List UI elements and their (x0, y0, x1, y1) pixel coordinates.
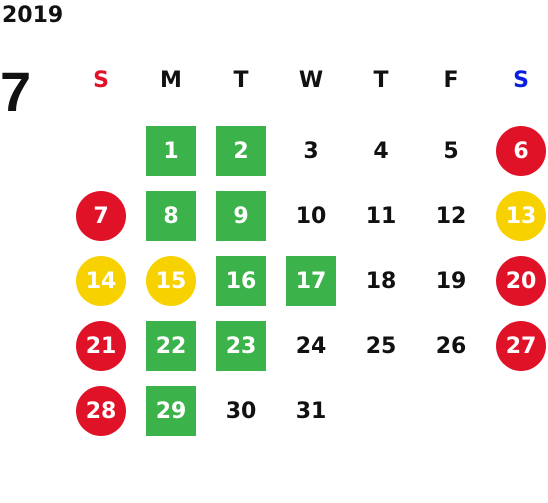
day-cell[interactable]: 15 (146, 256, 196, 306)
weekday-header: S (513, 67, 529, 93)
day-cell[interactable]: 10 (295, 203, 327, 229)
day-cell[interactable]: 28 (76, 386, 126, 436)
weekday-header: M (160, 67, 182, 93)
day-cell[interactable]: 6 (496, 126, 546, 176)
day-cell[interactable]: 22 (146, 321, 196, 371)
day-cell[interactable]: 19 (435, 268, 467, 294)
day-cell[interactable]: 14 (76, 256, 126, 306)
day-cell[interactable]: 2 (216, 126, 266, 176)
day-cell[interactable]: 13 (496, 191, 546, 241)
day-cell[interactable]: 1 (146, 126, 196, 176)
day-cell[interactable]: 17 (286, 256, 336, 306)
day-cell[interactable]: 29 (146, 386, 196, 436)
weekday-header: T (373, 67, 389, 93)
day-cell[interactable]: 31 (295, 398, 327, 424)
day-cell[interactable]: 11 (365, 203, 397, 229)
day-cell[interactable]: 25 (365, 333, 397, 359)
weekday-header: W (298, 67, 324, 93)
day-cell[interactable]: 26 (435, 333, 467, 359)
day-cell[interactable]: 12 (435, 203, 467, 229)
day-cell[interactable]: 7 (76, 191, 126, 241)
day-cell[interactable]: 18 (365, 268, 397, 294)
year-label: 2019 (2, 3, 64, 28)
day-cell[interactable]: 23 (216, 321, 266, 371)
day-cell[interactable]: 24 (295, 333, 327, 359)
weekday-header: S (93, 67, 109, 93)
day-cell[interactable]: 30 (225, 398, 257, 424)
day-cell[interactable]: 8 (146, 191, 196, 241)
day-cell[interactable]: 20 (496, 256, 546, 306)
day-cell[interactable]: 21 (76, 321, 126, 371)
day-cell[interactable]: 5 (443, 138, 459, 164)
day-cell[interactable]: 16 (216, 256, 266, 306)
weekday-header: F (443, 67, 459, 93)
day-cell[interactable]: 9 (216, 191, 266, 241)
day-cell[interactable]: 4 (373, 138, 389, 164)
day-cell[interactable]: 27 (496, 321, 546, 371)
month-number: 7 (0, 60, 32, 123)
weekday-header: T (233, 67, 249, 93)
day-cell[interactable]: 3 (303, 138, 319, 164)
